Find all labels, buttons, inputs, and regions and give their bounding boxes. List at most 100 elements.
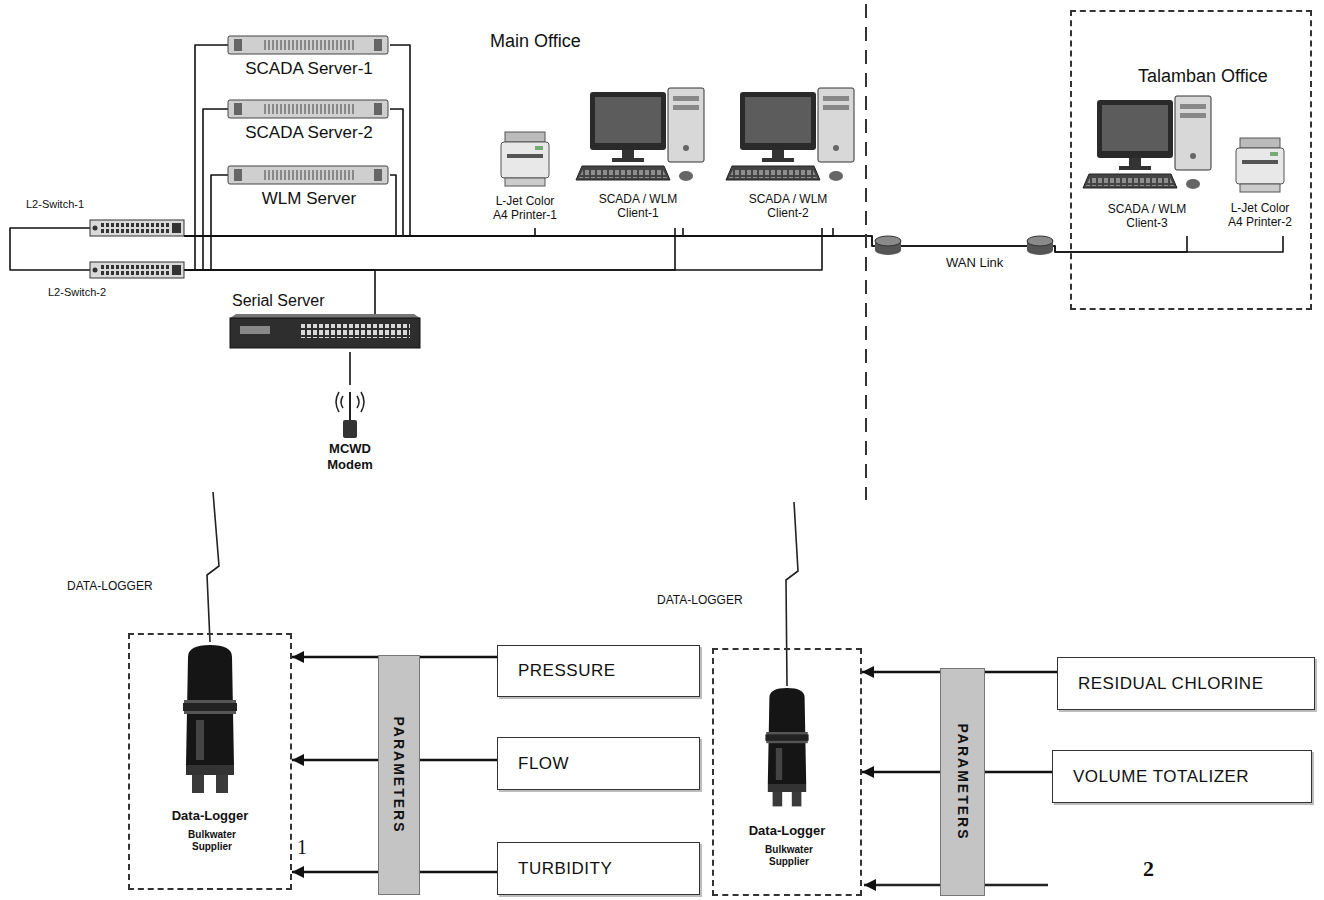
wireless-link bbox=[207, 492, 219, 642]
switch-icon bbox=[90, 262, 184, 278]
office-divider bbox=[865, 4, 867, 500]
serial-server-icon bbox=[230, 314, 420, 318]
node-label: L-Jet Color A4 Printer-2 bbox=[1224, 201, 1296, 229]
serial-server-icon bbox=[300, 324, 410, 338]
network-cable bbox=[184, 45, 410, 236]
serial-server-icon bbox=[374, 292, 376, 314]
data-logger-icon bbox=[765, 688, 808, 806]
server: WLM Server bbox=[228, 164, 390, 218]
node-label: SCADA / WLM Client-2 bbox=[744, 192, 832, 220]
node-heading: DATA-LOGGER bbox=[67, 580, 153, 594]
parameter-box: FLOW bbox=[497, 737, 700, 790]
computer-icon bbox=[1083, 96, 1211, 189]
server-icon bbox=[228, 166, 388, 184]
node-label: PRESSURE bbox=[518, 661, 616, 681]
network-cable bbox=[184, 270, 375, 292]
office-boundary: Talamban OfficeSCADA / WLM Client-3L-Jet… bbox=[1070, 10, 1312, 310]
network-cable bbox=[184, 109, 228, 270]
server: SCADA Server-1 bbox=[228, 34, 390, 88]
node-label: Talamban Office bbox=[1138, 66, 1268, 87]
serial-server-icon bbox=[230, 318, 420, 348]
callout-number: 1 bbox=[297, 836, 307, 859]
node-label: VOLUME TOTALIZER bbox=[1073, 767, 1249, 787]
client-workstation: SCADA / WLM Client-3 bbox=[1080, 98, 1215, 236]
server-icon bbox=[374, 39, 382, 51]
modem-icon bbox=[336, 392, 364, 438]
network-cable bbox=[184, 228, 535, 236]
node-label: PARAMETERS bbox=[954, 724, 970, 841]
node-label: FLOW bbox=[518, 754, 569, 774]
server-icon bbox=[228, 166, 388, 184]
server-icon bbox=[228, 100, 388, 118]
switch-icon bbox=[24, 220, 184, 236]
switch-icon bbox=[100, 223, 170, 233]
switch-icon bbox=[172, 265, 181, 275]
serial-server-icon bbox=[230, 292, 420, 348]
router-icon bbox=[1027, 236, 1053, 255]
network-switch: L2-Switch-2 bbox=[24, 262, 184, 304]
parameter-band: PARAMETERS bbox=[940, 668, 985, 896]
parameter-box: PRESSURE bbox=[497, 645, 700, 697]
server-icon bbox=[234, 39, 242, 51]
network-cable bbox=[184, 228, 683, 236]
callout-number: 2 bbox=[1143, 856, 1154, 881]
node-label: Bulkwater Supplier bbox=[182, 829, 242, 853]
data-logger-box: DATA-LOGGERData-LoggerBulkwater Supplier bbox=[128, 633, 292, 890]
server-icon bbox=[374, 103, 382, 115]
node-label: SCADA Server-2 bbox=[228, 123, 390, 143]
parameter-band: PARAMETERS bbox=[378, 655, 420, 895]
server-icon bbox=[234, 103, 242, 115]
node-label: Serial Server bbox=[232, 292, 324, 310]
node-label: PARAMETERS bbox=[391, 717, 407, 834]
server-icon bbox=[262, 170, 354, 180]
server-icon bbox=[228, 36, 388, 54]
client-workstation: SCADA / WLM Client-1 bbox=[568, 88, 708, 228]
switch-icon bbox=[24, 269, 90, 271]
server-icon bbox=[234, 169, 242, 181]
parameter-box: VOLUME TOTALIZER bbox=[1052, 750, 1312, 803]
network-cable bbox=[184, 228, 822, 270]
area-title: Main Office bbox=[490, 31, 581, 52]
server-icon bbox=[228, 36, 388, 54]
network-cable bbox=[184, 109, 403, 236]
node-label: Data-Logger bbox=[714, 824, 860, 839]
printer-icon bbox=[1236, 138, 1284, 192]
node-heading: DATA-LOGGER bbox=[657, 594, 743, 608]
data-logger-box: DATA-LOGGERData-LoggerBulkwater Supplier bbox=[712, 648, 862, 896]
network-switch: L2-Switch-1 bbox=[24, 198, 184, 240]
switch-icon bbox=[24, 262, 184, 278]
network-cable bbox=[184, 228, 833, 236]
node-label: L2-Switch-1 bbox=[26, 198, 84, 211]
router-icon bbox=[1027, 236, 1053, 246]
node-label: SCADA Server-1 bbox=[228, 59, 390, 79]
node-label: L2-Switch-2 bbox=[48, 286, 106, 299]
switch-icon bbox=[90, 220, 184, 236]
switch-icon bbox=[93, 226, 98, 231]
node-label: RESIDUAL CHLORINE bbox=[1078, 674, 1263, 694]
computer-icon bbox=[576, 88, 704, 181]
node-label: TURBIDITY bbox=[518, 859, 612, 879]
printer-icon bbox=[501, 132, 549, 186]
printer: L-Jet Color A4 Printer-1 bbox=[470, 128, 580, 228]
router-icon bbox=[875, 236, 901, 255]
server-icon bbox=[228, 100, 388, 118]
data-logger-icon bbox=[183, 645, 237, 793]
network-cable bbox=[184, 236, 1283, 252]
parameter-box: TURBIDITY bbox=[497, 842, 700, 895]
node-label: MCWD Modem bbox=[320, 441, 380, 473]
network-cable bbox=[10, 228, 24, 270]
serial-server-icon bbox=[240, 326, 270, 334]
network-cable bbox=[184, 228, 675, 270]
switch-icon bbox=[100, 265, 170, 275]
modem-icon bbox=[336, 392, 364, 412]
serial-server: Serial Server bbox=[228, 292, 422, 352]
server-icon bbox=[374, 169, 382, 181]
server-icon bbox=[262, 104, 354, 114]
modem: MCWD Modem bbox=[305, 385, 395, 487]
client-workstation: SCADA / WLM Client-2 bbox=[718, 88, 858, 228]
switch-icon bbox=[93, 268, 98, 273]
node-label: L-Jet Color A4 Printer-1 bbox=[489, 194, 561, 222]
node-label: WLM Server bbox=[228, 189, 390, 209]
network-cable bbox=[349, 352, 351, 385]
